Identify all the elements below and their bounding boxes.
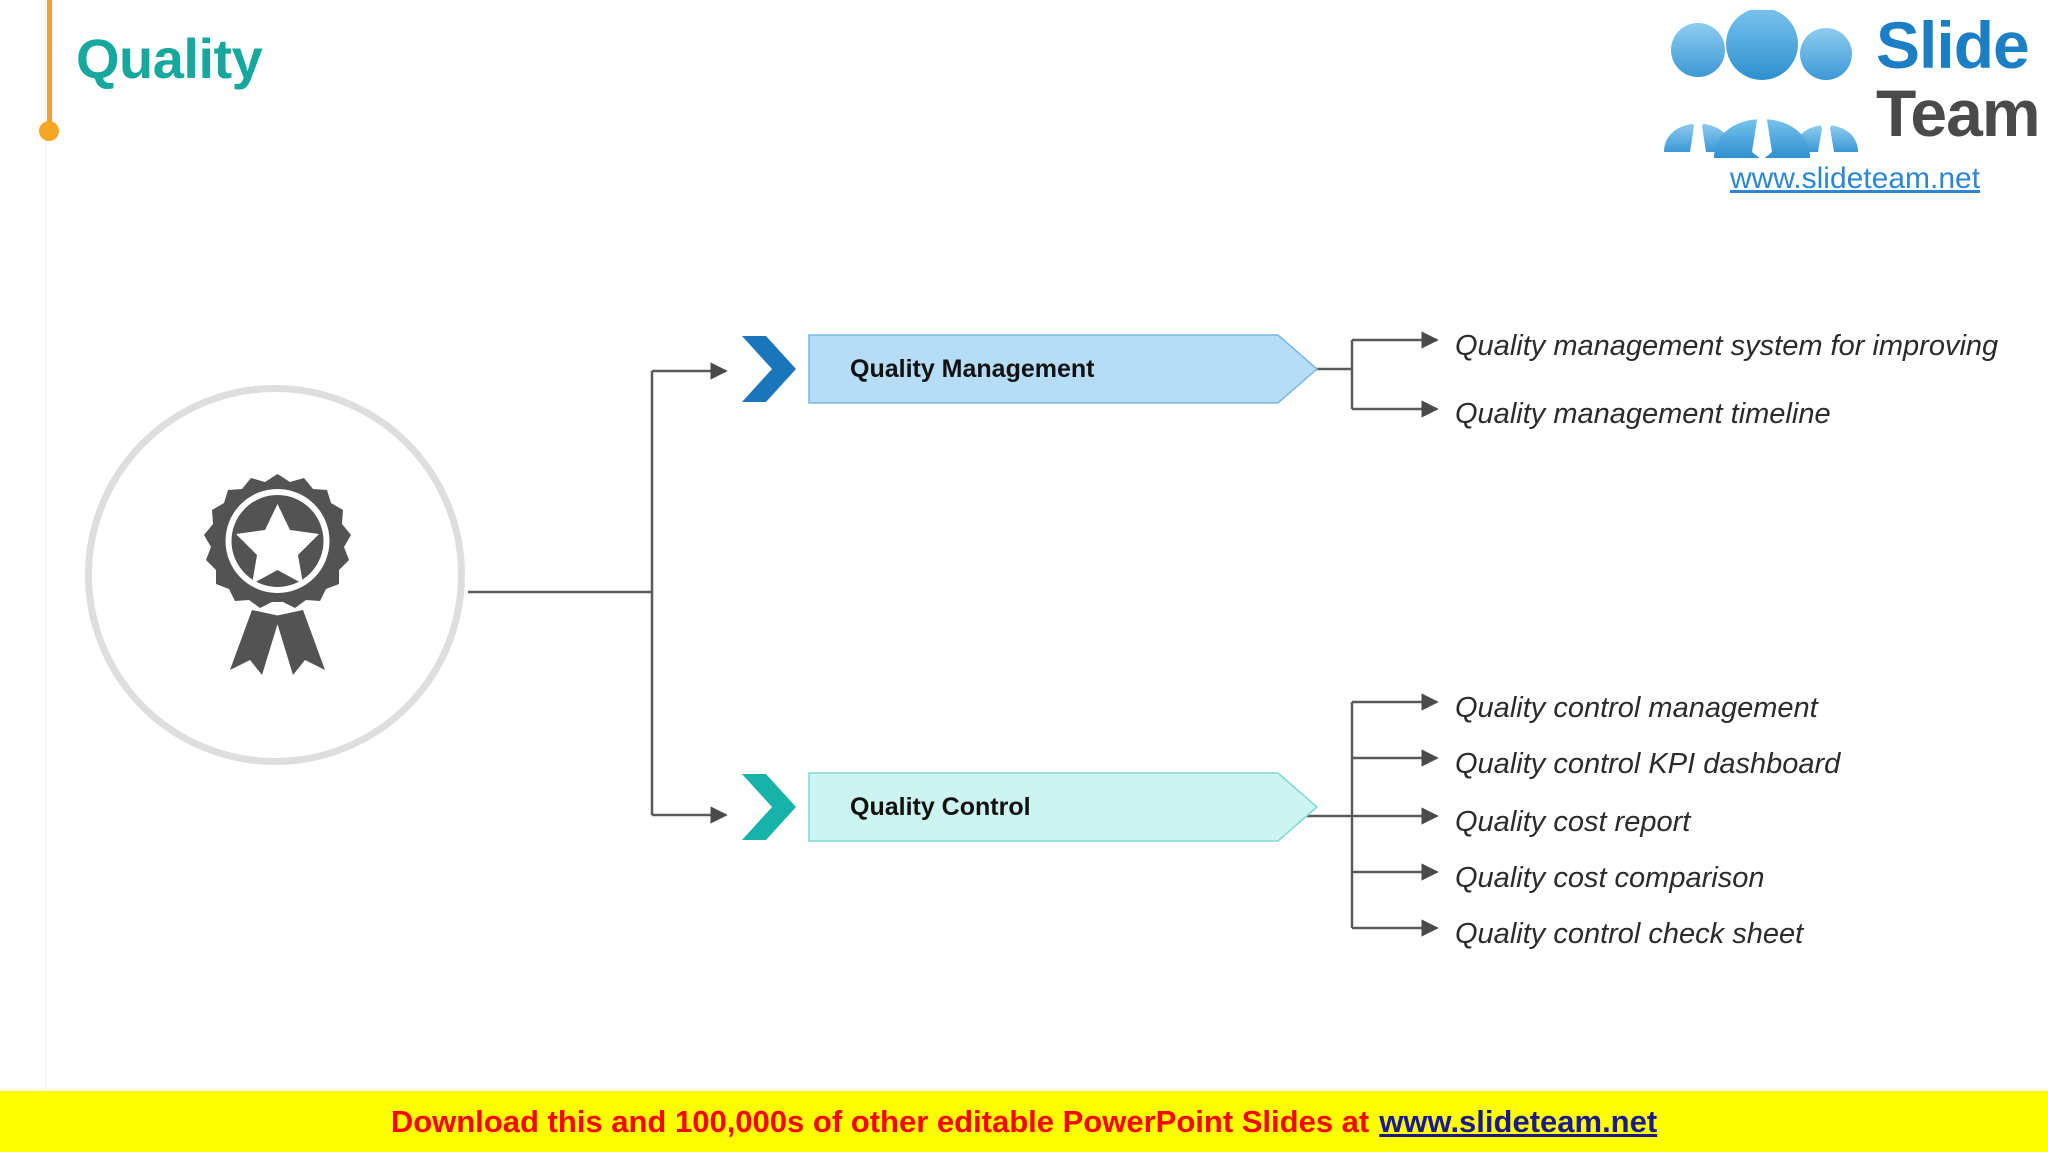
title-accent-rule: [47, 0, 52, 134]
banner-shape: [808, 772, 1318, 842]
logo-url-link[interactable]: www.slideteam.net: [1729, 162, 1981, 195]
award-badge-icon: [204, 474, 351, 675]
branch-banner-quality-management[interactable]: Quality Management: [740, 334, 1320, 404]
promo-footer-text: Download this and 100,000s of other edit…: [390, 1103, 1370, 1139]
leaf-item: Quality control management: [1455, 692, 1818, 724]
branch-label: Quality Control: [850, 792, 1031, 821]
title-accent-dot: [39, 121, 59, 141]
three-people-icon: [1664, 10, 1858, 160]
logo-text-slide: Slide: [1876, 8, 2030, 82]
promo-footer-link[interactable]: www.slideteam.net: [1379, 1103, 1658, 1139]
branch-label: Quality Management: [850, 354, 1095, 383]
page-title: Quality: [76, 27, 263, 90]
branch-banner-quality-control[interactable]: Quality Control: [740, 772, 1320, 842]
leaf-item: Quality management timeline: [1455, 398, 1831, 430]
chevron-right-icon: [742, 336, 796, 402]
leaf-item: Quality cost comparison: [1455, 862, 1765, 894]
logo-text-team: Team: [1876, 76, 2041, 150]
leaf-item: Quality management system for improving: [1455, 330, 1999, 362]
leaf-item: Quality control check sheet: [1455, 918, 1804, 950]
chevron-right-icon: [742, 774, 796, 840]
promo-footer-bar: Download this and 100,000s of other edit…: [0, 1091, 2048, 1152]
slideteam-logo[interactable]: Slide Team www.slideteam.net: [1654, 4, 2044, 200]
leaf-item: Quality control KPI dashboard: [1455, 748, 1841, 780]
left-margin-divider: [45, 0, 46, 1090]
banner-shape: [808, 334, 1318, 404]
leaf-item: Quality cost report: [1455, 806, 1691, 838]
